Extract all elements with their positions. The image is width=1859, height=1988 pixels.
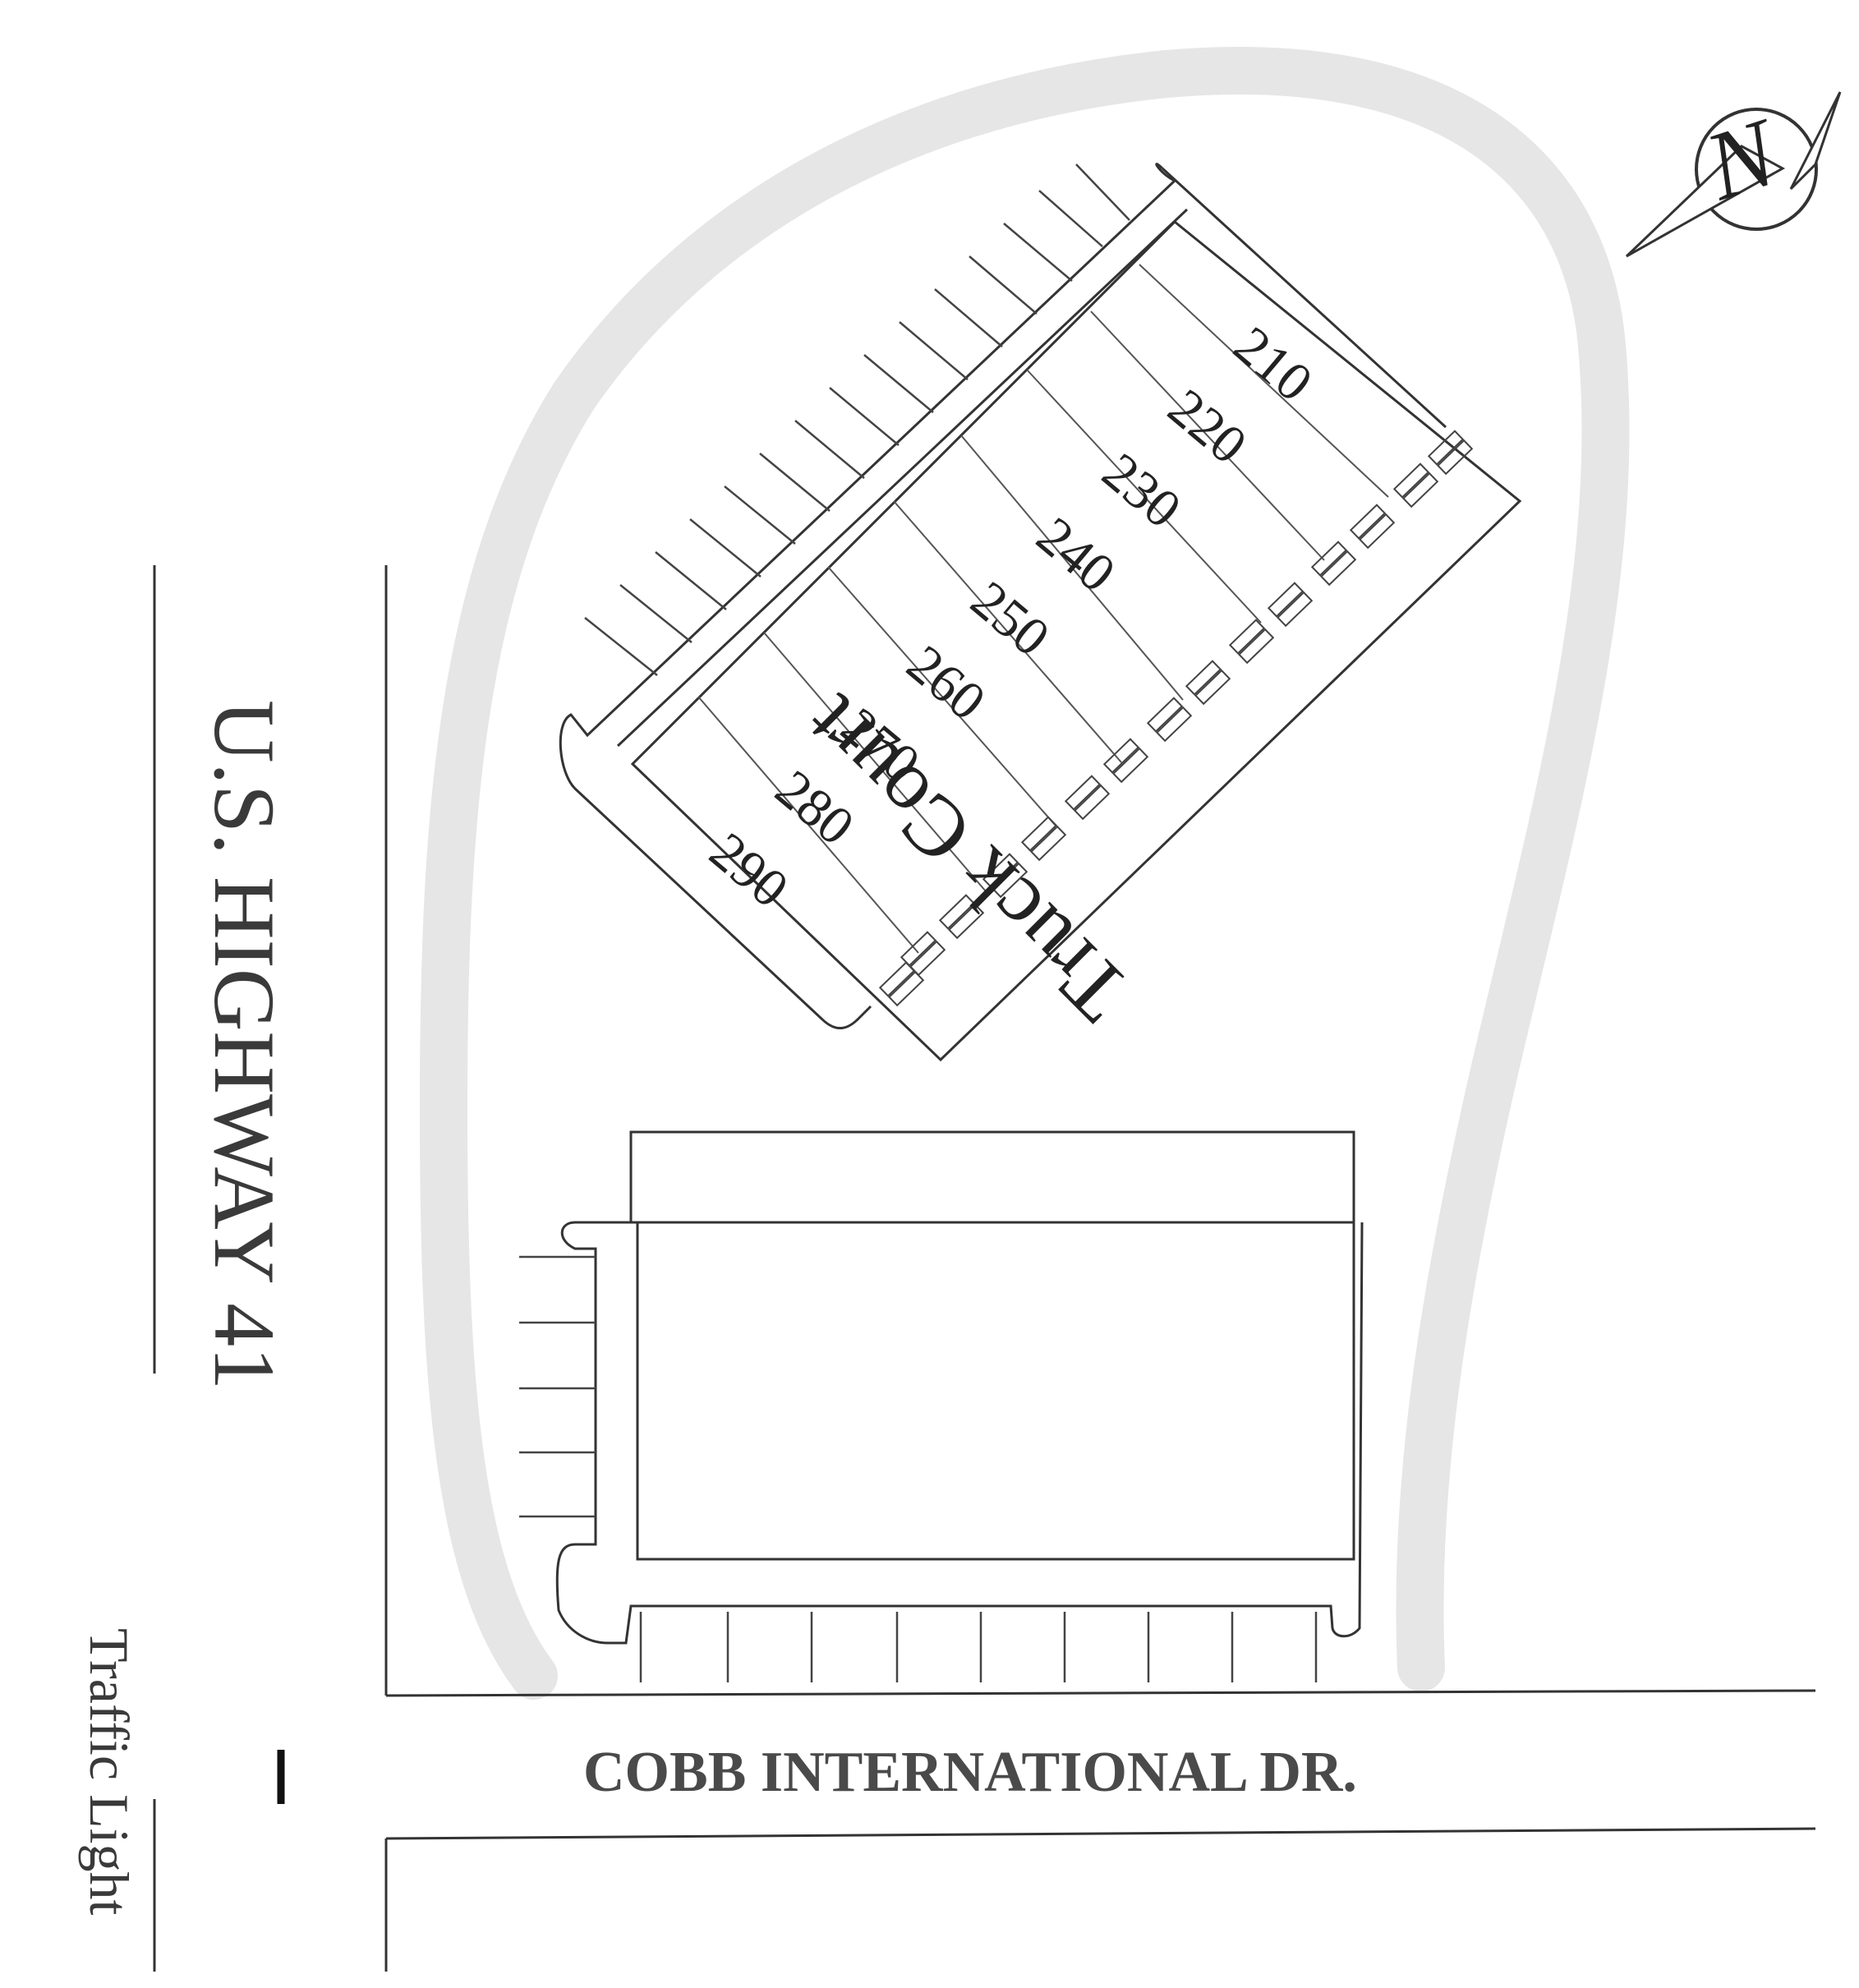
lower-building — [555, 1130, 1364, 1645]
suite-label-240: 240 — [1025, 506, 1126, 605]
lower-bottom-parking-stalls — [639, 1612, 1318, 1682]
street-edge-bottom — [385, 1827, 1816, 1840]
upper-building — [559, 163, 1522, 1062]
lower-parking-apron — [555, 1221, 1364, 1645]
highway-label: U.S. HIGHWAY 41 — [196, 700, 292, 1390]
landscape-band — [419, 47, 1630, 1700]
upper-parking-stalls — [584, 163, 1130, 676]
upper-building-body — [630, 219, 1522, 1062]
suite-dividers — [697, 264, 1389, 954]
suite-label-260: 260 — [895, 634, 996, 733]
suite-label-220: 220 — [1157, 378, 1258, 476]
lower-building-body — [636, 1221, 1355, 1561]
suite-label-250: 250 — [959, 570, 1061, 669]
upper-parking-drive-cap — [1161, 167, 1447, 429]
lower-left-parking-stalls — [519, 1255, 596, 1518]
traffic-light-label: Traffic Light — [78, 1628, 140, 1916]
lower-building-canopy — [629, 1130, 1355, 1224]
truck-court-label: Truck Court — [785, 678, 1147, 1039]
suite-label-290: 290 — [698, 821, 799, 920]
north-arrow-icon: N — [1625, 91, 1842, 258]
upper-parking-drive — [559, 163, 1177, 1029]
upper-parking-drive-inner — [616, 208, 1189, 748]
dock-doors — [878, 430, 1474, 1007]
cross-street-label: COBB INTERNATIONAL DR. — [583, 1741, 1357, 1804]
street-edge-top — [385, 1689, 1816, 1697]
